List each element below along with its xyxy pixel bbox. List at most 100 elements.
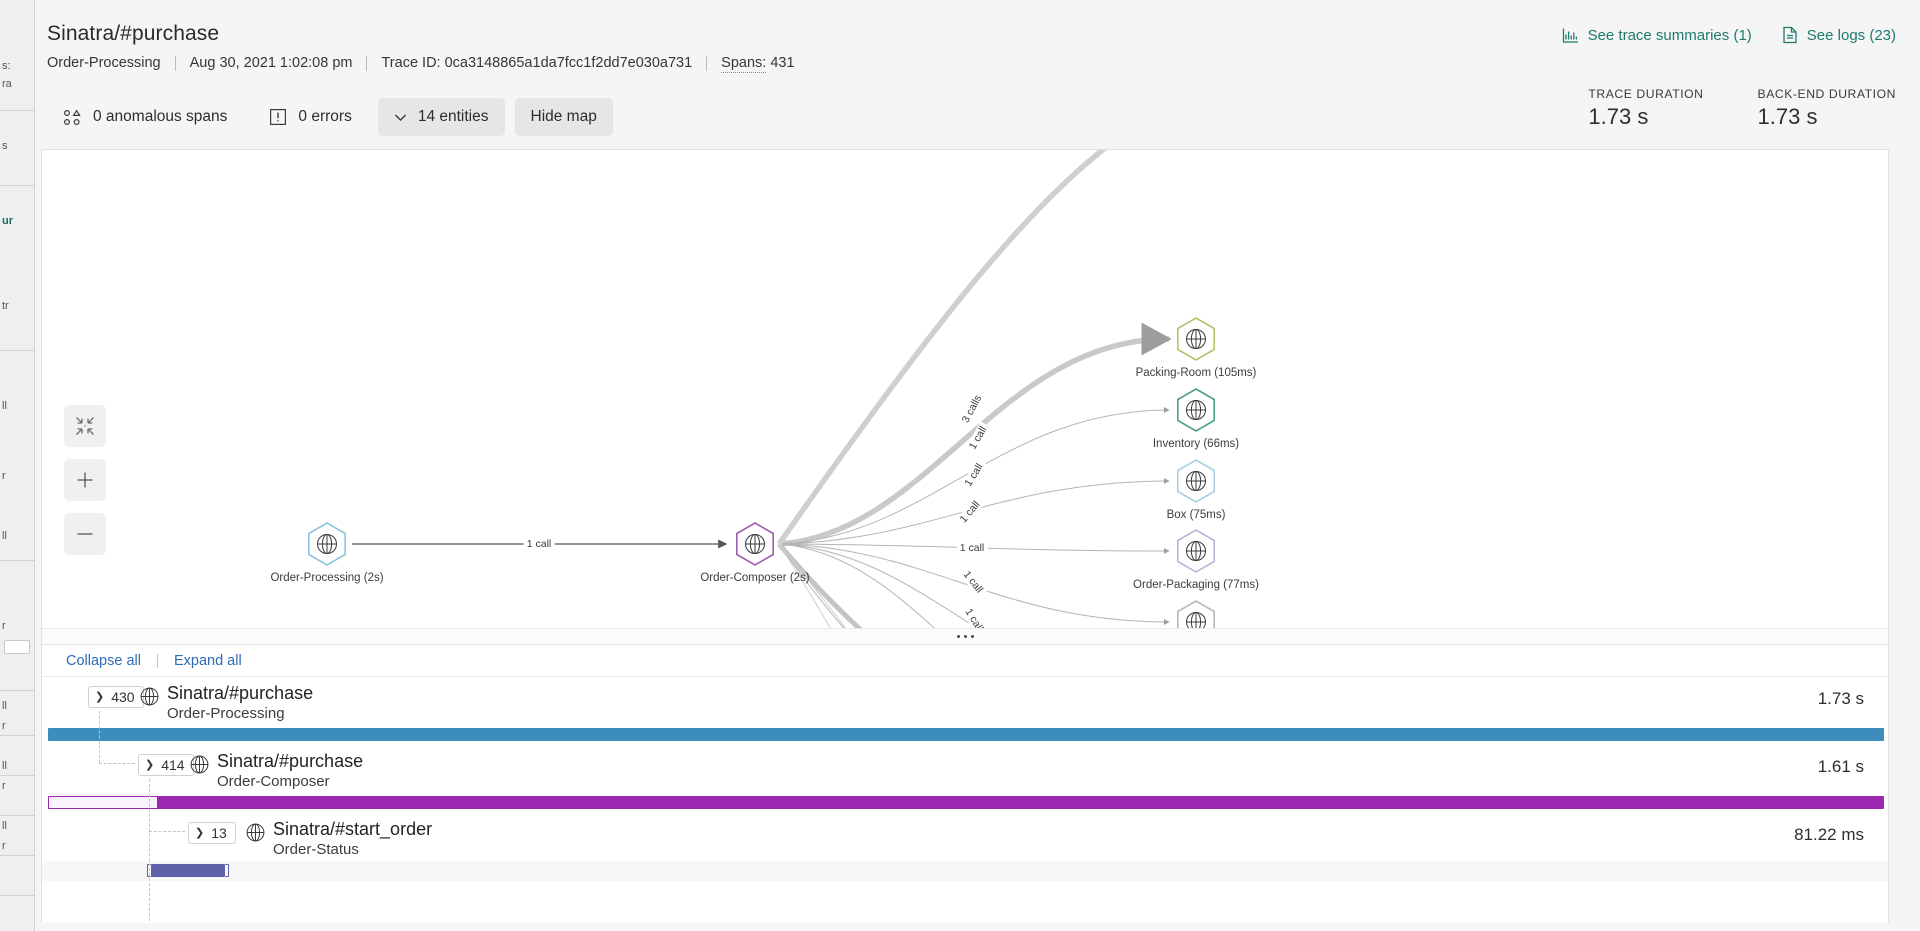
- background-text-fragment: ll: [2, 820, 7, 832]
- service-map-node-box[interactable]: [1177, 459, 1215, 503]
- service-map-node-packing-room[interactable]: [1177, 317, 1215, 361]
- minus-icon: [74, 523, 96, 545]
- service-map-edge: [778, 543, 954, 630]
- meta-divider: [366, 55, 368, 71]
- spans-label[interactable]: Spans:: [721, 55, 767, 73]
- map-toolbar: 0 anomalous spans 0 errors 14 entities H…: [35, 87, 1920, 143]
- background-text-fragment: r: [2, 840, 6, 852]
- service-map-edge: [778, 543, 982, 630]
- collapse-arrows-icon: [74, 415, 96, 437]
- background-divider: [0, 560, 34, 561]
- globe-icon: [246, 823, 265, 847]
- span-name[interactable]: Sinatra/#purchase: [217, 751, 364, 771]
- span-child-count: 430: [111, 689, 135, 705]
- plus-icon: [74, 469, 96, 491]
- meta-trace-id: Trace ID: 0ca3148865a1da7fcc1f2dd7e030a7…: [381, 55, 692, 71]
- span-expand-toggle[interactable]: ❯13: [188, 822, 236, 844]
- background-text-fragment: ll: [2, 400, 7, 412]
- globe-icon: [140, 687, 159, 711]
- trace-header: Sinatra/#purchase Order-Processing Aug 3…: [35, 0, 1920, 73]
- spans-count: 431: [770, 55, 795, 71]
- background-text-fragment: ll: [2, 760, 7, 772]
- hide-map-button[interactable]: Hide map: [514, 98, 613, 136]
- background-divider: [0, 815, 34, 816]
- span-bar[interactable]: [47, 728, 1885, 741]
- tree-guide-line: [149, 779, 150, 923]
- span-bar[interactable]: [47, 796, 1885, 809]
- span-duration: 81.22 ms: [1794, 825, 1864, 844]
- service-map-node-order-packaging[interactable]: [1177, 529, 1215, 573]
- document-icon: [1782, 26, 1798, 44]
- map-controls: [64, 405, 106, 555]
- span-bar[interactable]: [150, 864, 225, 877]
- header-links: See trace summaries (1) See logs (23): [1562, 26, 1896, 44]
- background-divider: [0, 735, 34, 736]
- background-text-fragment: s: [2, 140, 8, 152]
- node-label-order-processing: Order-Processing (2s): [270, 572, 384, 584]
- see-trace-summaries-link[interactable]: See trace summaries (1): [1562, 27, 1752, 44]
- zoom-in-button[interactable]: [64, 459, 106, 501]
- span-expand-toggle[interactable]: ❯414: [138, 754, 194, 776]
- service-map-node-order-composer[interactable]: [736, 522, 774, 566]
- span-bar-lane: [42, 793, 1888, 813]
- service-map[interactable]: Order-Processing (2s)Order-Composer (2s)…: [41, 149, 1889, 645]
- service-map-edge: [778, 543, 1029, 630]
- bar-chart-icon: [1562, 27, 1579, 44]
- zoom-out-button[interactable]: [64, 513, 106, 555]
- service-map-node-inventory[interactable]: [1177, 388, 1215, 432]
- see-logs-label: See logs (23): [1806, 26, 1896, 44]
- backend-duration-value: 1.73 s: [1757, 104, 1818, 129]
- globe-icon: [1186, 541, 1206, 561]
- backend-duration-block: BACK-END DURATION 1.73 s: [1758, 87, 1896, 130]
- background-text-fragment: ra: [2, 78, 12, 90]
- entities-dropdown[interactable]: 14 entities: [377, 98, 505, 136]
- globe-icon: [1186, 471, 1206, 491]
- node-label-inventory: Inventory (66ms): [1152, 438, 1240, 450]
- trace-duration-block: TRACE DURATION 1.73 s: [1588, 87, 1703, 130]
- collapse-all-link[interactable]: Collapse all: [66, 652, 141, 669]
- see-logs-link[interactable]: See logs (23): [1782, 26, 1896, 44]
- entities-label: 14 entities: [417, 108, 489, 125]
- globe-icon: [745, 534, 765, 554]
- background-text-fragment: r: [2, 720, 6, 732]
- fit-to-screen-button[interactable]: [64, 405, 106, 447]
- see-trace-summaries-label: See trace summaries (1): [1587, 26, 1752, 44]
- meta-spans: Spans: 431: [721, 55, 795, 73]
- span-bar-cap: [146, 864, 151, 877]
- lane-background: [42, 861, 1888, 881]
- waterfall-divider: [156, 653, 158, 668]
- span-duration: 1.73 s: [1817, 689, 1864, 708]
- service-map-node-order-assembly[interactable]: [1177, 600, 1215, 630]
- span-name[interactable]: Sinatra/#purchase: [167, 683, 314, 703]
- globe-icon: [1186, 400, 1206, 420]
- map-resize-handle[interactable]: [42, 628, 1888, 644]
- span-name[interactable]: Sinatra/#start_order: [273, 819, 433, 839]
- tree-connector-line: [99, 763, 135, 764]
- trace-detail-panel: Sinatra/#purchase Order-Processing Aug 3…: [34, 0, 1920, 931]
- service-map-node-order-processing[interactable]: [308, 522, 346, 566]
- expand-all-link[interactable]: Expand all: [173, 652, 242, 669]
- errors-chip[interactable]: 0 errors: [253, 98, 367, 136]
- span-expand-toggle[interactable]: ❯430: [88, 686, 144, 708]
- anomalous-spans-chip[interactable]: 0 anomalous spans: [47, 98, 243, 136]
- background-divider: [0, 775, 34, 776]
- errors-label: 0 errors: [298, 108, 352, 125]
- background-text-fragment: tr: [2, 300, 9, 312]
- background-text-fragment: ur: [2, 215, 13, 227]
- service-map-edge: [776, 150, 1108, 546]
- background-divider: [0, 895, 34, 896]
- node-label-order-packaging: Order-Packaging (77ms): [1133, 579, 1259, 591]
- span-service: Order-Status: [273, 841, 359, 858]
- background-box: [4, 640, 30, 654]
- span-bar-pending: [47, 796, 159, 809]
- meta-divider: [706, 55, 708, 71]
- span-bar-cap: [224, 864, 229, 877]
- globe-icon: [190, 755, 209, 779]
- background-text-fragment: ll: [2, 530, 7, 542]
